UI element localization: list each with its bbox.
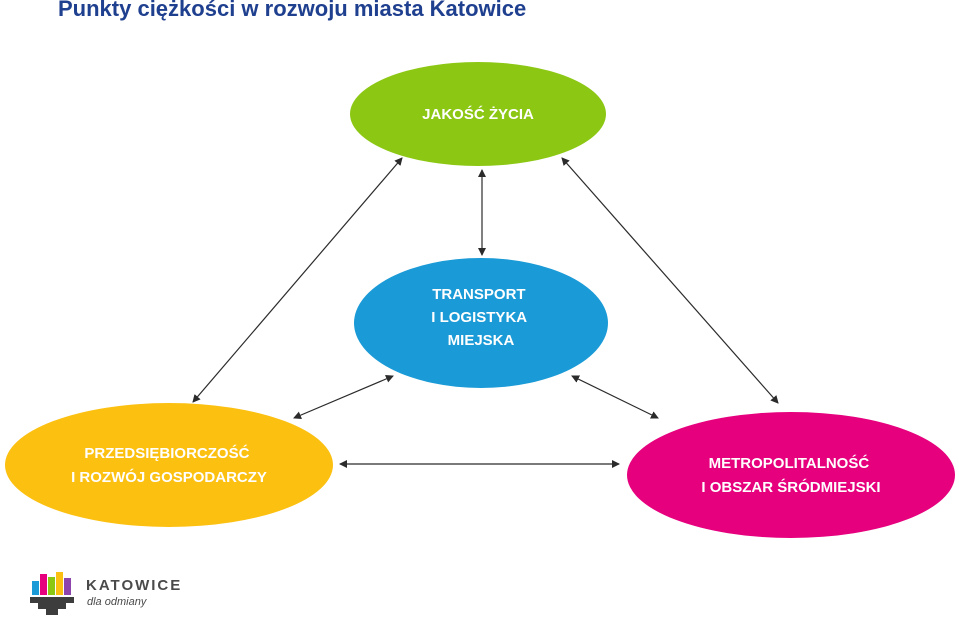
node-transport-label-line2: I LOGISTYKA [431, 309, 527, 326]
svg-text:TRANSPORT I LOGISTYKA: TRANSPORT I LOGISTYKA MIEJSKA [431, 286, 530, 349]
node-metropolitan: METROPOLITALNOŚĆ I OBSZAR ŚRÓDMIEJSKI [627, 412, 955, 538]
logo-tagline: dla odmiany [87, 596, 147, 608]
node-enterprise-label-line1: PRZEDSIĘBIORCZOŚĆ [84, 444, 249, 462]
connector-quality-enterprise [192, 157, 403, 403]
node-quality-of-life-shape [350, 62, 606, 166]
logo-bar-1 [32, 581, 39, 595]
svg-text:JAKOŚĆ ŻYCIA: JAKOŚĆ ŻYCIA [422, 105, 534, 123]
logo-wordmark: KATOWICE [86, 577, 183, 594]
svg-text:PRZEDSIĘBIORCZOŚĆ I ROZW: PRZEDSIĘBIORCZOŚĆ I ROZWÓJ GOSPODARCZY [71, 444, 267, 486]
logo-bar-4 [56, 572, 63, 595]
node-metropolitan-label-line2: I OBSZAR ŚRÓDMIEJSKI [701, 478, 880, 496]
diagram-title: Punkty ciężkości w rozwoju miasta Katowi… [58, 0, 527, 21]
node-quality-of-life: JAKOŚĆ ŻYCIA [350, 62, 606, 166]
node-quality-of-life-label: JAKOŚĆ ŻYCIA [422, 105, 534, 123]
logo-base [30, 597, 74, 615]
svg-text:METROPOLITALNOŚĆ I OBSZA: METROPOLITALNOŚĆ I OBSZAR ŚRÓDMIEJSKI [701, 454, 880, 496]
node-transport-shape [354, 258, 608, 388]
logo-bar-3 [48, 577, 55, 595]
node-metropolitan-label-line1: METROPOLITALNOŚĆ [709, 454, 870, 472]
connector-transport-metro [571, 375, 659, 419]
logo-bar-2 [40, 574, 47, 595]
logo-bar-5 [64, 578, 71, 595]
connector-quality-metro [561, 157, 779, 404]
node-enterprise-shape [5, 403, 333, 527]
katowice-logo-icon [30, 572, 74, 615]
node-metropolitan-shape [627, 412, 955, 538]
node-transport-label-line1: TRANSPORT [432, 286, 525, 303]
connector-transport-enterprise [293, 375, 394, 419]
node-enterprise-label-line2: I ROZWÓJ GOSPODARCZY [71, 468, 267, 486]
node-transport: TRANSPORT I LOGISTYKA MIEJSKA [354, 258, 608, 388]
node-enterprise: PRZEDSIĘBIORCZOŚĆ I ROZWÓJ GOSPODARCZY [5, 403, 333, 527]
node-transport-label-line3: MIEJSKA [448, 332, 515, 349]
